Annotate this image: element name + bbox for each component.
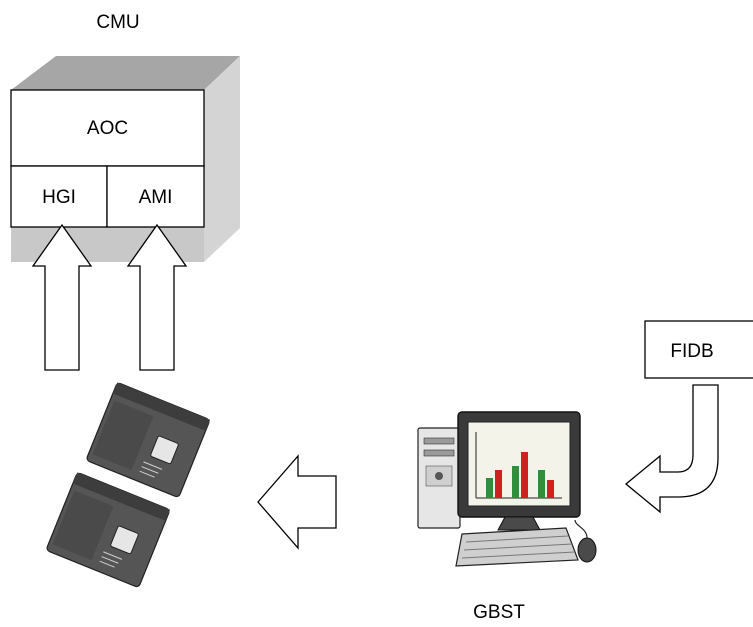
hgi-box bbox=[10, 165, 108, 228]
fidb-box bbox=[644, 320, 753, 379]
hgi-upload-arrow bbox=[31, 223, 93, 371]
cmu-top-face bbox=[11, 56, 240, 90]
ami-label: AMI bbox=[139, 187, 173, 208]
fidb-label: FIDB bbox=[670, 341, 713, 362]
fidb-to-gbst-arrow bbox=[624, 384, 719, 514]
transfer-left-arrow bbox=[257, 454, 337, 550]
cmu-label: CMU bbox=[96, 12, 139, 33]
cmu-side-face bbox=[204, 56, 240, 262]
gbst-label: GBST bbox=[473, 602, 525, 623]
ami-upload-arrow bbox=[126, 223, 188, 371]
disk-cartridge-icon bbox=[46, 382, 211, 588]
aoc-box bbox=[10, 89, 205, 167]
ami-box bbox=[106, 165, 205, 228]
aoc-label: AOC bbox=[87, 118, 128, 139]
desktop-computer-icon bbox=[417, 411, 597, 567]
hgi-label: HGI bbox=[42, 187, 76, 208]
cmu-unit: AOC HGI AMI bbox=[10, 56, 240, 262]
